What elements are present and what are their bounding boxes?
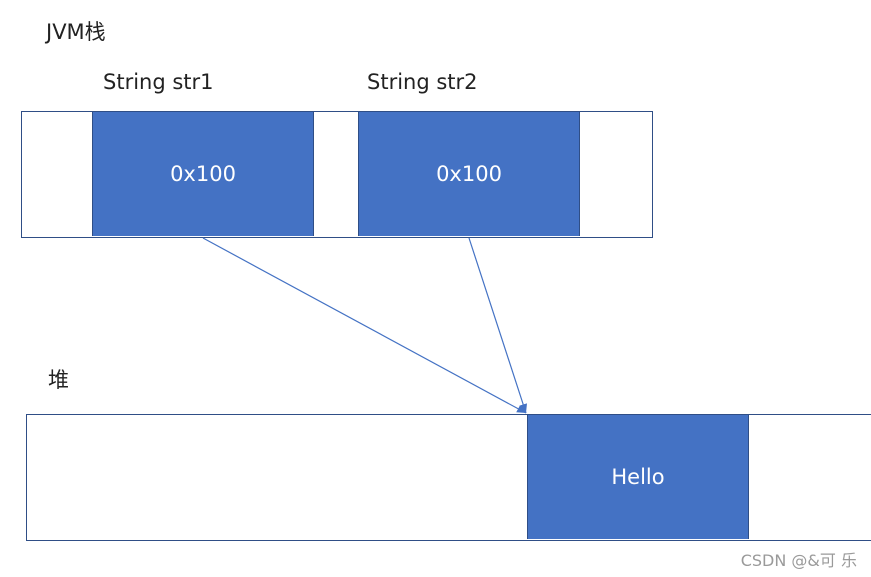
- stack-cell-str1: 0x100: [92, 112, 314, 236]
- var1-label: String str1: [103, 70, 214, 94]
- heap-cell-hello: Hello: [527, 415, 749, 539]
- stack-frame: 0x100 0x100: [21, 111, 653, 238]
- heap-frame: Hello: [26, 414, 871, 541]
- stack-title: JVM栈: [46, 20, 106, 44]
- watermark: CSDN @&可 乐: [740, 551, 857, 570]
- arrow-str2-to-hello: [468, 237, 528, 414]
- stack-cell-str2: 0x100: [358, 112, 580, 236]
- var2-label: String str2: [367, 70, 478, 94]
- heap-title: 堆: [48, 368, 69, 392]
- arrow-str1-to-hello: [202, 237, 527, 414]
